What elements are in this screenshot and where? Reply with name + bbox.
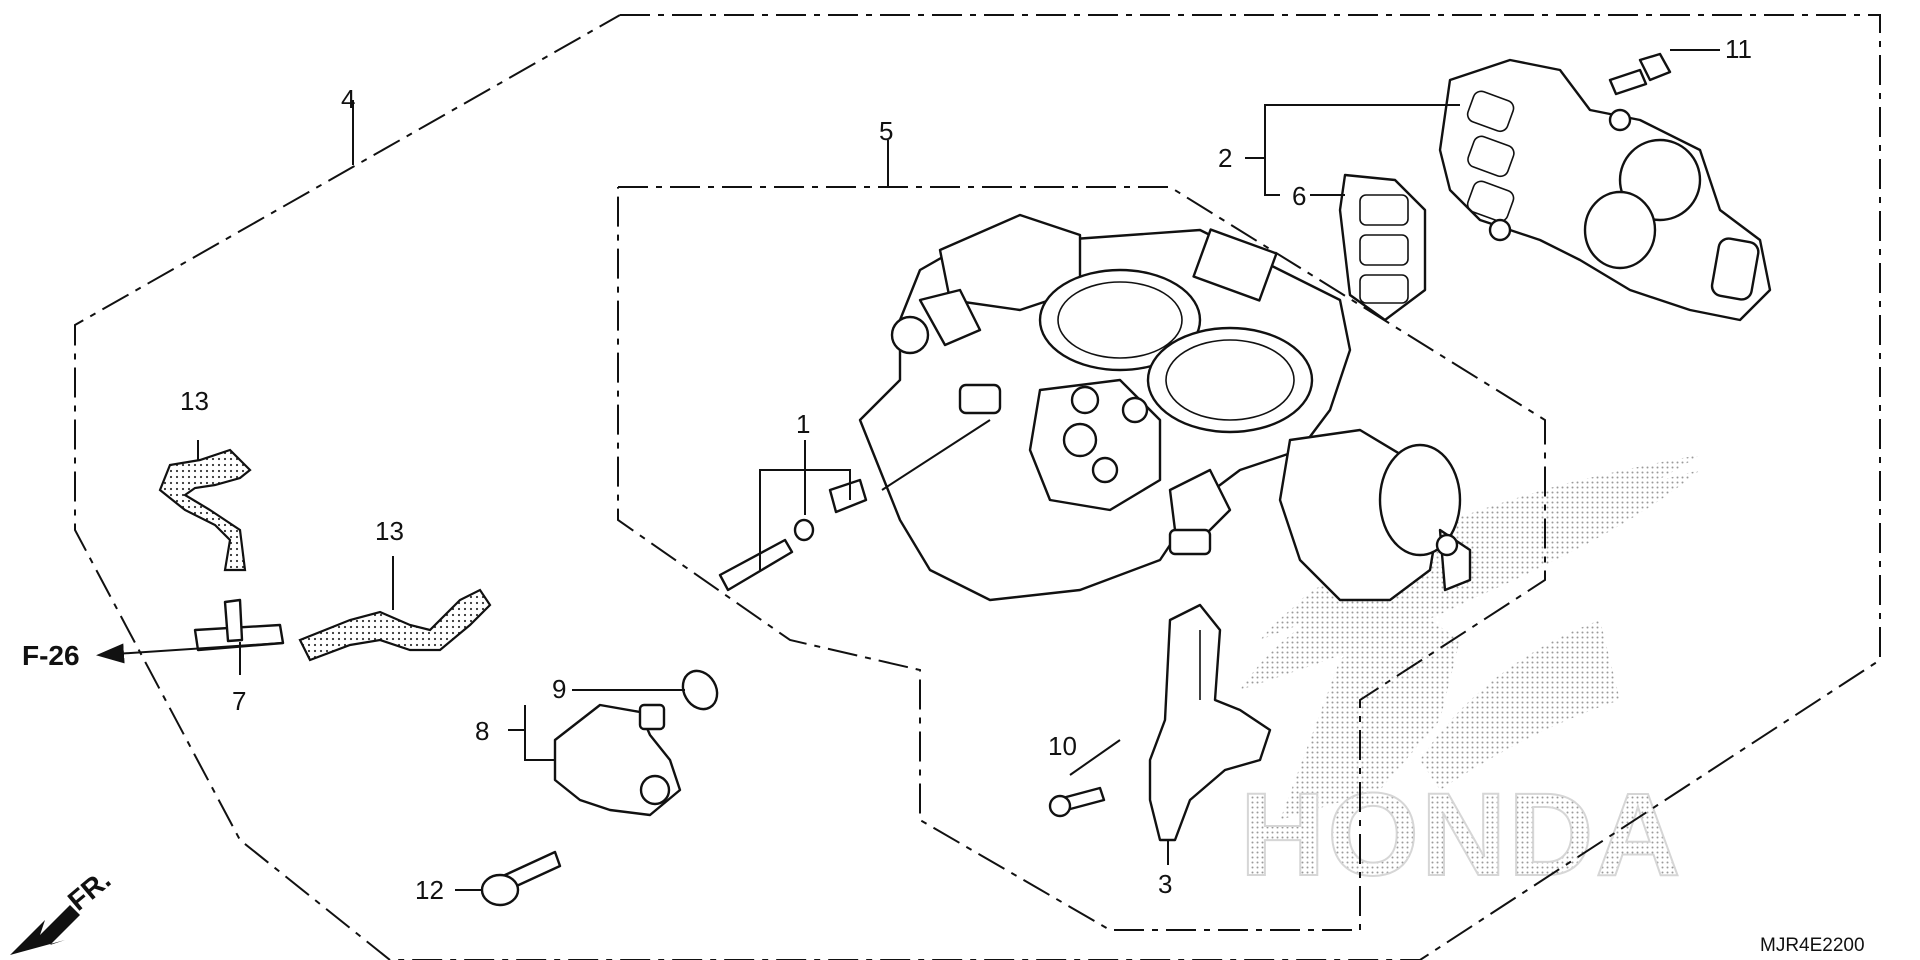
callout-4: 4 (341, 84, 355, 114)
callout-5: 5 (879, 116, 893, 146)
bolt-11 (1608, 52, 1672, 96)
sensor-bracket (1148, 603, 1272, 842)
bolt-12 (480, 850, 562, 907)
callout-10: 10 (1048, 731, 1077, 761)
group-outline-5 (617, 186, 1546, 931)
callout-2: 2 (1218, 143, 1232, 173)
map-sensor (553, 703, 682, 817)
callout-1: 1 (796, 409, 810, 439)
screw-10 (1048, 786, 1106, 818)
leader-lines (96, 49, 1720, 891)
callout-13-lower: 13 (375, 516, 404, 546)
honda-watermark: HONDA (1240, 769, 1683, 901)
throttle-body (858, 213, 1472, 602)
hose-13-lower (298, 588, 492, 662)
front-arrow-icon (10, 905, 80, 955)
callout-8: 8 (475, 716, 489, 746)
group-outline-4 (74, 14, 1881, 960)
callout-3: 3 (1158, 869, 1172, 899)
callout-9: 9 (552, 674, 566, 704)
callout-12: 12 (415, 875, 444, 905)
idle-air-control-valve (1438, 58, 1772, 322)
callout-7: 7 (232, 686, 246, 716)
reference-label: F-26 (22, 640, 80, 671)
callout-11: 11 (1725, 34, 1752, 64)
o-ring (681, 669, 719, 711)
hose-13-upper (158, 448, 252, 572)
callout-13-upper: 13 (180, 386, 209, 416)
diagram-code: MJR4E2200 (1760, 935, 1865, 956)
screw-set (718, 478, 868, 592)
gasket (1338, 173, 1427, 322)
callout-6: 6 (1292, 181, 1306, 211)
